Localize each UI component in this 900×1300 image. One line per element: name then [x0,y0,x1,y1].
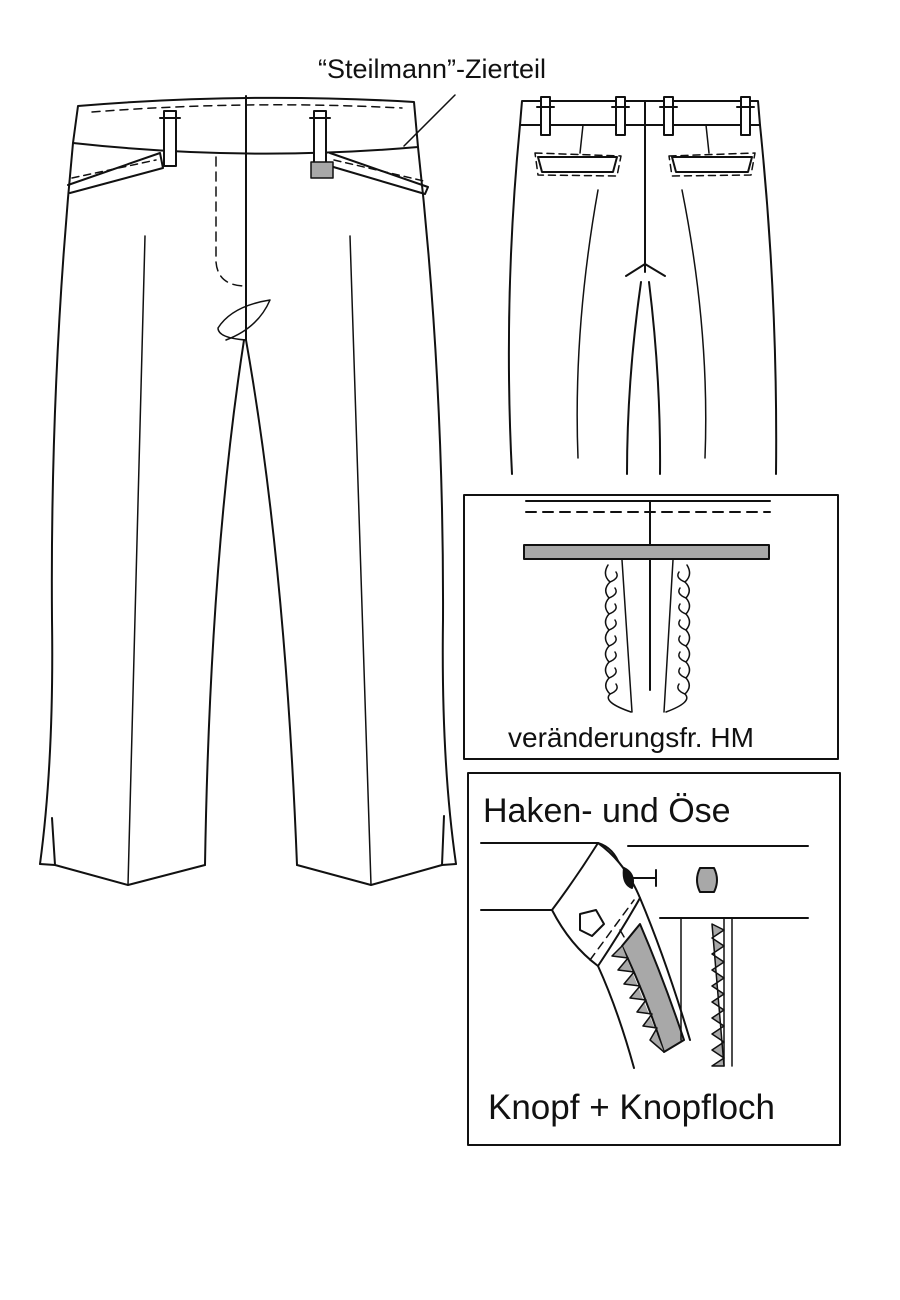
hem-detail-gray-band [523,544,770,560]
front-left-outseam [39,142,74,865]
back-left-side [507,124,521,475]
back-belt-loop-1 [540,96,551,136]
back-left-crease [576,189,599,459]
back-left-pocket-stitching [534,152,622,177]
trousers-front-view [39,94,457,886]
hem-detail-right-stitch [663,559,674,713]
closure-detail-box [467,772,841,1146]
back-right-side [759,124,778,475]
closure-zipper-teeth [611,945,665,1053]
front-belt-loop-left [163,110,177,167]
back-left-pocket [537,156,618,173]
front-left-crease [127,235,146,886]
back-left-dart [579,124,584,154]
hem-detail-left-overlock-loops [608,571,618,695]
back-waistband [519,100,761,126]
back-crotch-split [625,263,666,277]
front-right-crease [349,235,372,886]
closure-fly-curve-outer [597,965,635,1069]
back-right-crease [681,189,707,459]
hem-detail-left-stitch [621,559,633,713]
front-right-pocket-stitching [333,159,425,182]
front-left-pocket-stitching [71,159,157,179]
back-right-inseam [648,281,662,475]
zierteil-leader-line [403,94,456,147]
trousers-back-view [507,96,778,475]
front-right-pocket [329,152,429,195]
closure-right-stitch [680,917,733,1067]
hem-detail-left-overlock [604,564,632,713]
crotch-detail [217,299,271,341]
back-right-pocket-stitching [668,152,756,177]
closure-right-zipper-teeth [711,923,725,1067]
hook-and-eye-label: Haken- und Öse [483,792,731,830]
hem-detail-label: veränderungsfr. HM [508,722,754,753]
front-right-inseam [245,339,298,866]
front-belt-loop-right [313,110,327,167]
back-belt-loop-2 [615,96,626,136]
back-right-dart [705,124,710,154]
hook-icon [622,867,634,889]
closure-waist-lower-line [480,909,809,919]
steilmann-decor-tag [310,161,334,179]
front-left-pocket [67,152,164,194]
steilmann-zierteil-label: “Steilmann”-Zierteil [318,54,547,84]
hem-detail-right-overlock [665,564,691,713]
front-right-vent [441,815,457,866]
button-and-buttonhole-label: Knopf + Knopfloch [488,1088,776,1127]
closure-waist-upper-line [480,842,809,867]
front-right-outseam [417,146,457,865]
front-left-inseam [204,339,245,866]
hook-bar [631,869,657,887]
closure-fly-curve-inner [639,897,691,1041]
hem-detail-box [463,494,839,760]
front-left-vent [39,817,56,866]
back-left-inseam [626,281,642,475]
buttonhole-icon [579,909,605,937]
closure-detail-frame [467,772,841,1146]
back-belt-loop-4 [740,96,751,136]
hem-detail-frame [463,494,839,760]
closure-zipper-band [621,923,685,1053]
back-belt-loop-3 [663,96,674,136]
eye-icon [696,867,718,893]
front-left-hem [54,864,206,886]
front-right-hem [296,864,443,886]
fly-stitching [215,156,247,287]
hem-detail-right-overlock-loops [677,571,687,695]
back-right-pocket [671,156,753,173]
